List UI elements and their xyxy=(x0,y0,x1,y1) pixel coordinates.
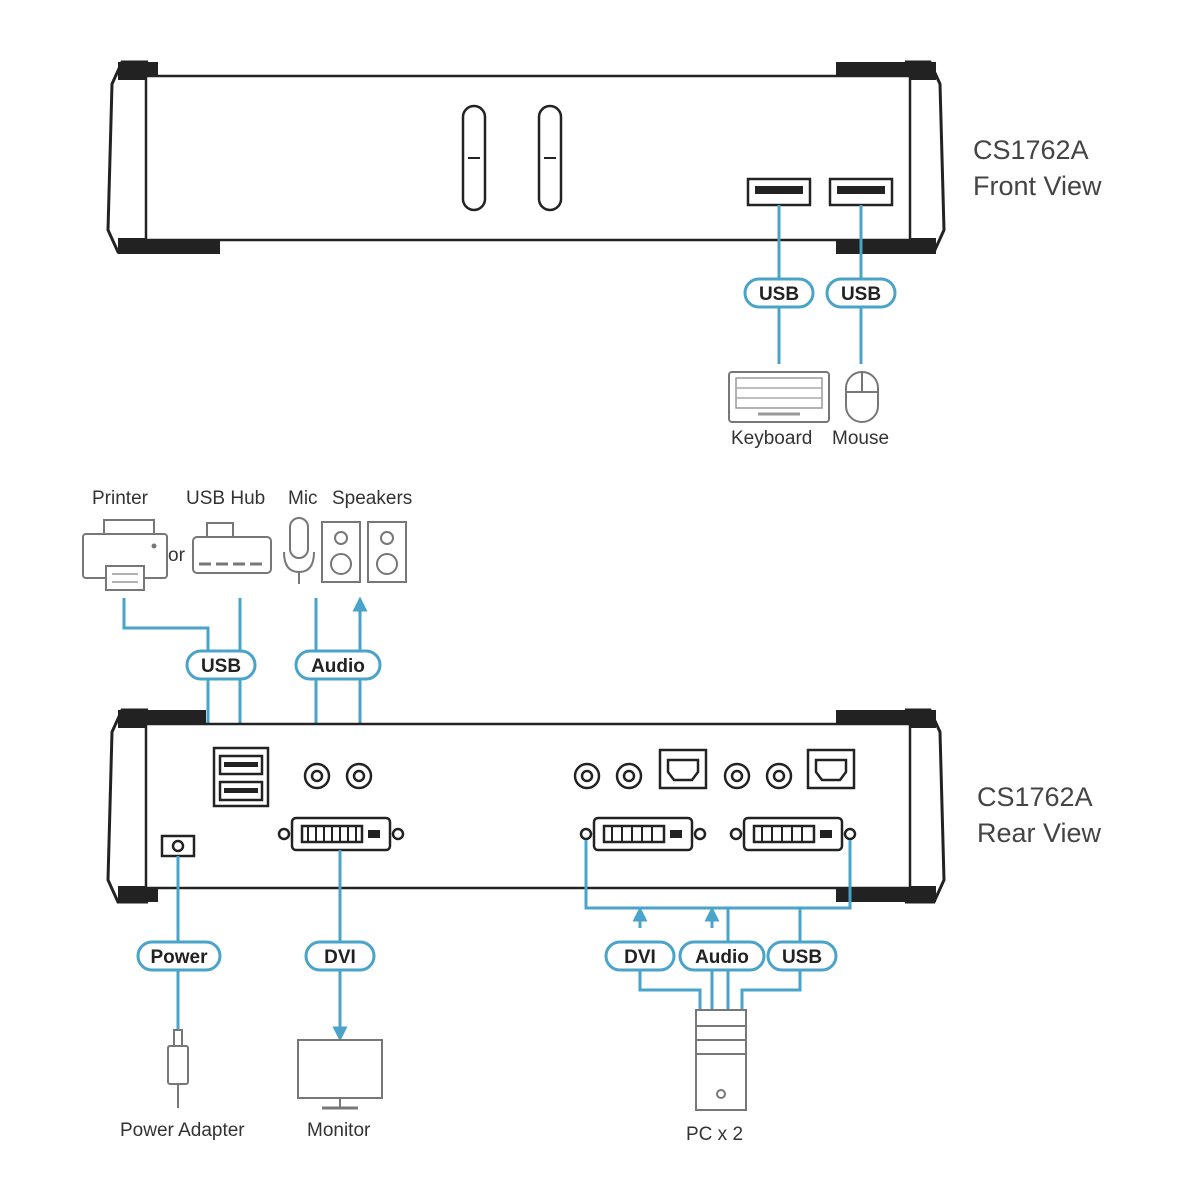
keyboard-label: Keyboard xyxy=(731,428,812,449)
svg-text:Audio: Audio xyxy=(695,947,749,968)
speaker-left-icon xyxy=(321,521,361,583)
mic-icon xyxy=(283,517,315,584)
rear-unit xyxy=(106,708,946,904)
keyboard-icon xyxy=(728,371,830,423)
svg-text:DVI: DVI xyxy=(624,947,656,968)
mouse-icon xyxy=(845,371,879,423)
front-model-label: CS1762A xyxy=(973,135,1089,165)
or-label: or xyxy=(168,545,186,566)
svg-text:USB: USB xyxy=(841,284,881,305)
mic-label: Mic xyxy=(288,488,318,509)
svg-text:USB: USB xyxy=(201,656,241,677)
front-left-cap-bottom xyxy=(118,238,220,254)
usb-hub-icon xyxy=(192,522,272,574)
monitor-icon xyxy=(297,1039,383,1110)
printer-icon xyxy=(82,519,168,591)
front-panel-body xyxy=(144,74,912,242)
svg-text:DVI: DVI xyxy=(324,947,356,968)
usb-hub-label: USB Hub xyxy=(186,488,265,509)
monitor-label: Monitor xyxy=(307,1120,371,1141)
svg-text:USB: USB xyxy=(782,947,822,968)
rear-audio-pill: Audio xyxy=(294,649,382,681)
printer-label: Printer xyxy=(92,488,149,509)
pc-label: PC x 2 xyxy=(686,1124,743,1145)
monitor-dvi-pill: DVI xyxy=(304,940,376,972)
svg-text:Audio: Audio xyxy=(311,656,365,677)
mouse-label: Mouse xyxy=(832,428,889,449)
svg-text:Power: Power xyxy=(150,947,208,968)
front-unit xyxy=(106,60,946,254)
pc-tower-icon xyxy=(695,1009,747,1111)
front-view-label: Front View xyxy=(973,171,1102,201)
power-adapter-icon xyxy=(167,1029,189,1108)
speaker-right-icon xyxy=(367,521,407,583)
svg-text:USB: USB xyxy=(759,284,799,305)
pc-dvi-pill: DVI xyxy=(604,940,676,972)
mouse-usb-pill: USB xyxy=(825,277,897,309)
rear-model-label: CS1762A xyxy=(977,782,1093,812)
console-dvi-port xyxy=(277,816,405,852)
pc2-dvi-port xyxy=(729,816,857,852)
keyboard-usb-pill: USB xyxy=(743,277,815,309)
pc1-dvi-port xyxy=(579,816,707,852)
power-adapter-label: Power Adapter xyxy=(120,1120,245,1141)
rear-panel-body xyxy=(144,722,912,890)
speakers-label: Speakers xyxy=(332,488,412,509)
power-pill: Power xyxy=(136,940,222,972)
rear-view-label: Rear View xyxy=(977,818,1102,848)
pc-usb-pill: USB xyxy=(766,940,838,972)
pc-audio-pill: Audio xyxy=(678,940,766,972)
rear-usb-pill: USB xyxy=(185,649,257,681)
